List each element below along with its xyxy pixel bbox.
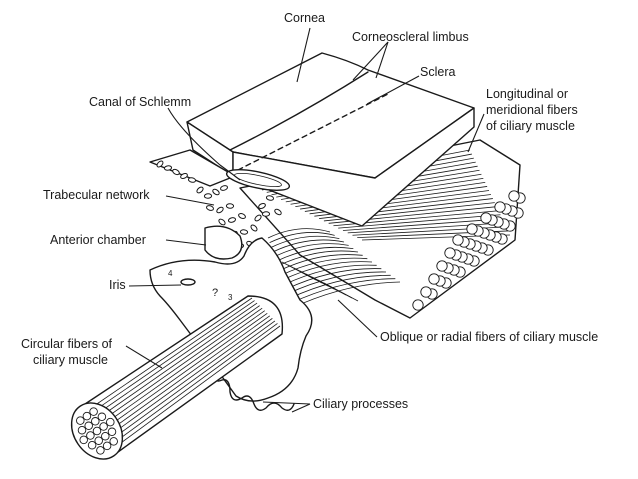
labels: Cornea Corneoscleral limbus Sclera Canal… xyxy=(21,11,598,411)
label-circular-1: Circular fibers of xyxy=(21,337,113,351)
svg-text:?: ? xyxy=(212,287,218,299)
ciliary-processes-outline xyxy=(209,371,295,411)
label-circular-2: ciliary muscle xyxy=(33,353,108,367)
label-ciliary-processes: Ciliary processes xyxy=(313,397,408,411)
label-cornea: Cornea xyxy=(284,11,325,25)
svg-text:3: 3 xyxy=(228,293,233,302)
label-corneoscleral-limbus: Corneoscleral limbus xyxy=(352,30,469,44)
label-longitudinal-1: Longitudinal or xyxy=(486,87,568,101)
iris-crypt xyxy=(180,278,196,286)
svg-text:4: 4 xyxy=(168,269,173,278)
label-trabecular-network: Trabecular network xyxy=(43,188,150,202)
label-canal-of-schlemm: Canal of Schlemm xyxy=(89,95,191,109)
label-oblique-radial: Oblique or radial fibers of ciliary musc… xyxy=(380,330,598,344)
circular-muscle-bundle xyxy=(70,295,284,460)
label-longitudinal-2: meridional fibers xyxy=(486,103,578,117)
canal-of-schlemm xyxy=(225,169,291,191)
label-anterior-chamber: Anterior chamber xyxy=(50,233,146,247)
label-iris: Iris xyxy=(109,278,126,292)
limbus-dashed-line xyxy=(237,93,389,171)
label-longitudinal-3: of ciliary muscle xyxy=(486,119,575,133)
anterior-chamber-space xyxy=(204,225,243,260)
label-sclera: Sclera xyxy=(420,65,455,79)
leader-lines xyxy=(125,27,485,413)
